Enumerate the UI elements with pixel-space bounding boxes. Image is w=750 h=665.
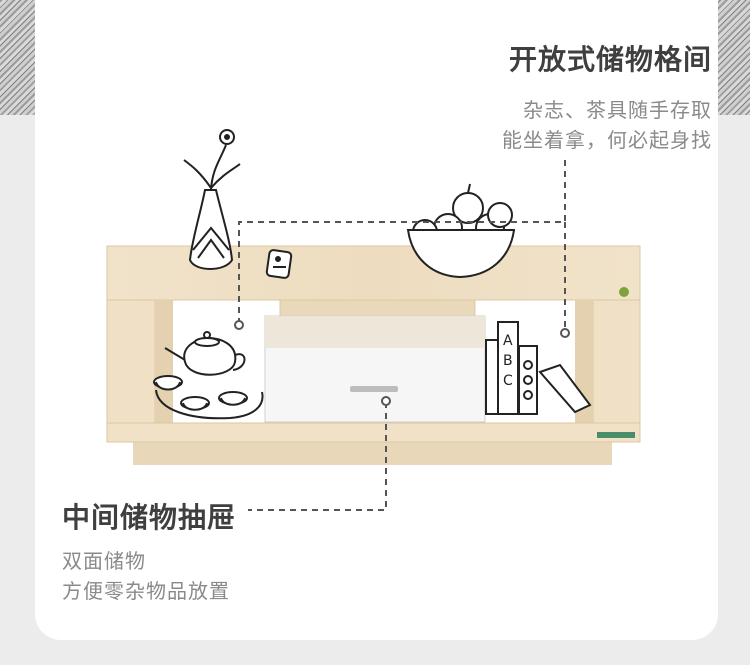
middle-drawer — [264, 315, 486, 423]
svg-text:C: C — [503, 373, 513, 389]
svg-text:A: A — [503, 333, 513, 349]
teacup-icon — [153, 375, 264, 420]
remote-icon — [265, 249, 293, 279]
open-storage-desc-line1: 杂志、茶具随手存取 — [523, 98, 712, 122]
callout-lines — [238, 160, 566, 511]
books-icon: A B C — [485, 321, 592, 415]
brand-label — [597, 432, 635, 438]
drawer-description: 双面储物 方便零杂物品放置 — [62, 546, 230, 606]
drawer-handle — [350, 386, 398, 392]
open-storage-title: 开放式储物格间 — [508, 43, 712, 76]
svg-text:B: B — [503, 353, 513, 369]
callout-dot — [381, 396, 391, 406]
open-storage-description: 杂志、茶具随手存取 能坐着拿，何必起身找 — [392, 95, 712, 155]
power-indicator-icon — [619, 287, 629, 297]
drawer-desc-line1: 双面储物 — [62, 549, 146, 573]
callout-dot — [560, 328, 570, 338]
callout-dot — [234, 320, 244, 330]
vase-icon — [183, 129, 241, 270]
open-storage-desc-line2: 能坐着拿，何必起身找 — [502, 128, 712, 152]
tv-cabinet — [106, 245, 641, 465]
drawer-title: 中间储物抽屉 — [62, 501, 237, 534]
fruit-bowl-icon — [406, 183, 516, 279]
teapot-icon — [164, 331, 246, 376]
drawer-desc-line2: 方便零杂物品放置 — [62, 579, 230, 603]
